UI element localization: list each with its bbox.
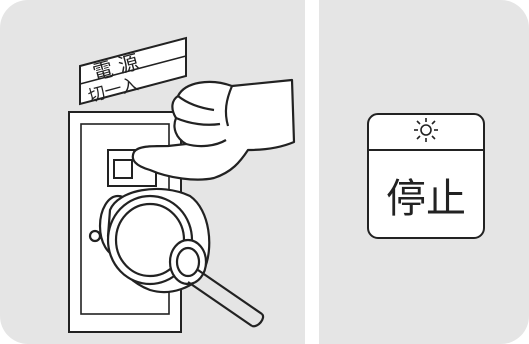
status-text: 停止 [386, 176, 466, 222]
lamp-lit-icon [414, 118, 438, 142]
